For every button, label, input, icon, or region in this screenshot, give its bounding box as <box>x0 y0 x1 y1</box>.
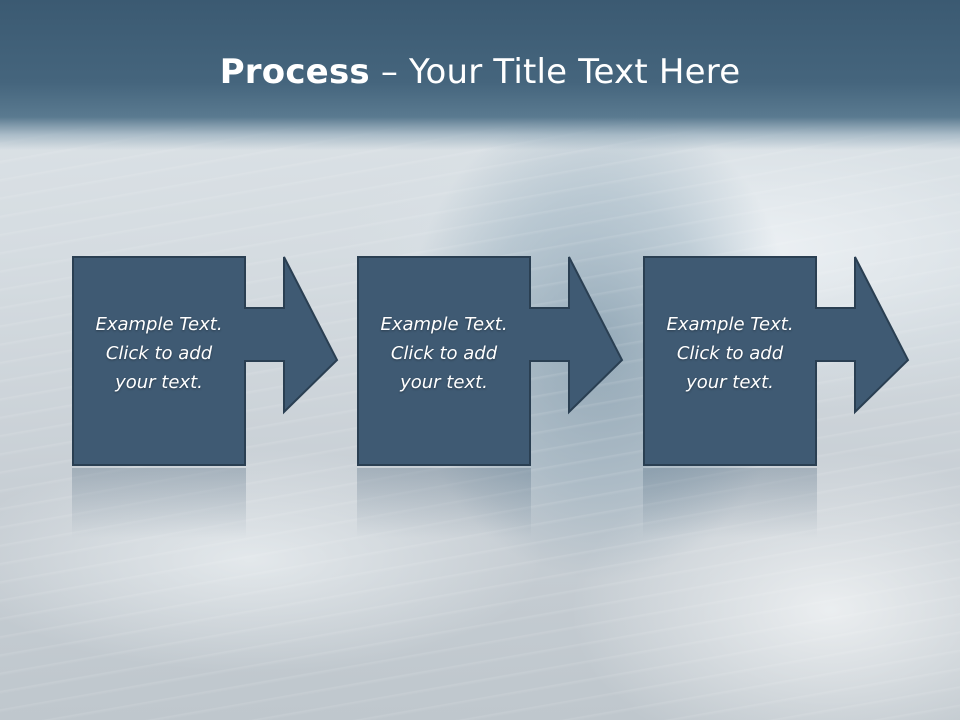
step-2-reflection <box>357 468 531 538</box>
step-1-text[interactable]: Example Text. Click to add your text. <box>95 314 223 393</box>
process-step-1[interactable]: Example Text. Click to add your text. <box>72 256 339 466</box>
step-1-arrow-box <box>72 256 339 466</box>
title-bar <box>0 0 960 150</box>
step-3-text[interactable]: Example Text. Click to add your text. <box>666 314 794 393</box>
step-1-reflection <box>72 468 246 538</box>
slide-title-rest: – Your Title Text Here <box>369 52 741 92</box>
step-3-reflection <box>643 468 817 538</box>
slide-title[interactable]: Process – Your Title Text Here <box>0 52 960 92</box>
process-step-3[interactable]: Example Text. Click to add your text. <box>643 256 910 466</box>
slide-title-bold: Process <box>219 52 370 92</box>
step-3-arrow-box <box>643 256 910 466</box>
step-2-text[interactable]: Example Text. Click to add your text. <box>380 314 508 393</box>
step-2-arrow-box <box>357 256 624 466</box>
process-step-2[interactable]: Example Text. Click to add your text. <box>357 256 624 466</box>
